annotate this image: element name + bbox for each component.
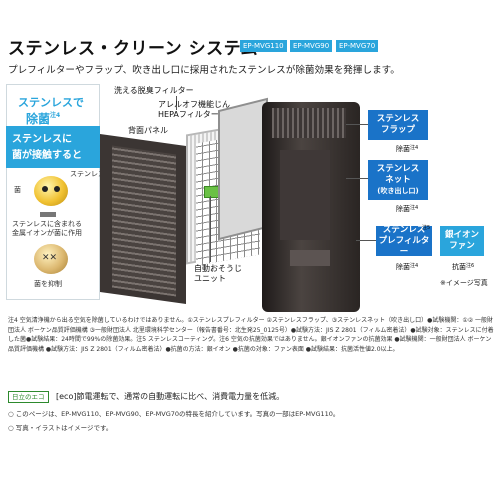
cross-marks: ✕✕ — [42, 253, 58, 263]
prefilter-effect: 除菌注4 — [396, 263, 419, 271]
page-title: ステンレス・クリーン システム — [8, 39, 259, 59]
flap-effect: 除菌注4 — [396, 145, 419, 153]
base-image — [290, 250, 330, 266]
flap-grille-image — [272, 108, 346, 138]
page-subtitle: プレフィルターやフラップ、吹き出し口に採用されたステンレスが除菌効果を発揮します… — [8, 65, 400, 76]
callout-back-panel: 背面パネル — [128, 126, 168, 135]
stainless-plate — [40, 212, 56, 217]
explanation-blue-text-2: 菌が接触すると — [12, 150, 82, 161]
note-image: ○ 写真・イラストはイメージです。 — [8, 424, 113, 432]
callout-auto-clean: 自動おそうじ ユニット — [194, 264, 242, 283]
image-note: ※イメージ写真 — [440, 279, 488, 287]
suppress-label: 菌を抑制 — [34, 280, 62, 288]
model-badge-110: EP-MVG110 — [240, 40, 287, 52]
label-silver-ion-fan: 銀イオンファン — [440, 226, 484, 256]
callout-hepa-filter: アレルオフ機能じん HEPAフィルター — [158, 100, 230, 119]
leader-line — [176, 96, 177, 110]
leader-line — [356, 240, 376, 241]
suppressed-germ-illustration — [34, 244, 68, 274]
leader-line — [210, 196, 211, 262]
leader-line — [346, 178, 368, 179]
germ-illustration — [34, 176, 68, 206]
stainless-label: ステンレス — [70, 170, 105, 178]
label-stainless-net: ステンレスネット(吹き出し口) — [368, 160, 428, 200]
germ-eye — [54, 186, 60, 192]
footnote-text: 注4 空気清浄機から出る空気を除菌しているわけではありません。①ステンレスプレフ… — [8, 317, 494, 353]
eco-text: [eco]節電運転で、通常の自動運転に比べ、消費電力量を低減。 — [56, 392, 285, 401]
explanation-blue-text-1: ステンレスに — [12, 134, 72, 145]
net-effect: 除菌注4 — [396, 205, 419, 213]
ion-action-label: ステンレスに含まれる 金属イオンが菌に作用 — [12, 220, 82, 237]
note-ref: 注4 — [50, 112, 61, 119]
model-badge-90: EP-MVG90 — [290, 40, 333, 52]
label-stainless-prefilter: ステンレスプレフィルター — [376, 225, 432, 257]
explanation-heading-1: ステンレスで — [18, 96, 84, 109]
germ-label: 菌 — [14, 186, 21, 194]
callout-deodorize-filter: 洗える脱臭フィルター — [114, 86, 194, 95]
germ-eye — [42, 186, 48, 192]
explanation-blue-band — [6, 126, 100, 168]
back-panel-grille — [112, 145, 176, 297]
note-models: ○ このページは、EP-MVG110、EP-MVG90、EP-MVG70の特長を… — [8, 410, 340, 418]
ion-fan-effect: 抗菌注6 — [452, 263, 475, 271]
explanation-heading-2: 除菌注4 — [26, 112, 61, 126]
body-inner-image — [280, 150, 330, 240]
label-stainless-flap: ステンレスフラップ — [368, 110, 428, 140]
leader-line — [346, 124, 368, 125]
prefilter-note: 注5 — [422, 225, 431, 231]
model-badge-70: EP-MVG70 — [336, 40, 379, 52]
eco-badge: 日立のエコ — [8, 391, 49, 403]
